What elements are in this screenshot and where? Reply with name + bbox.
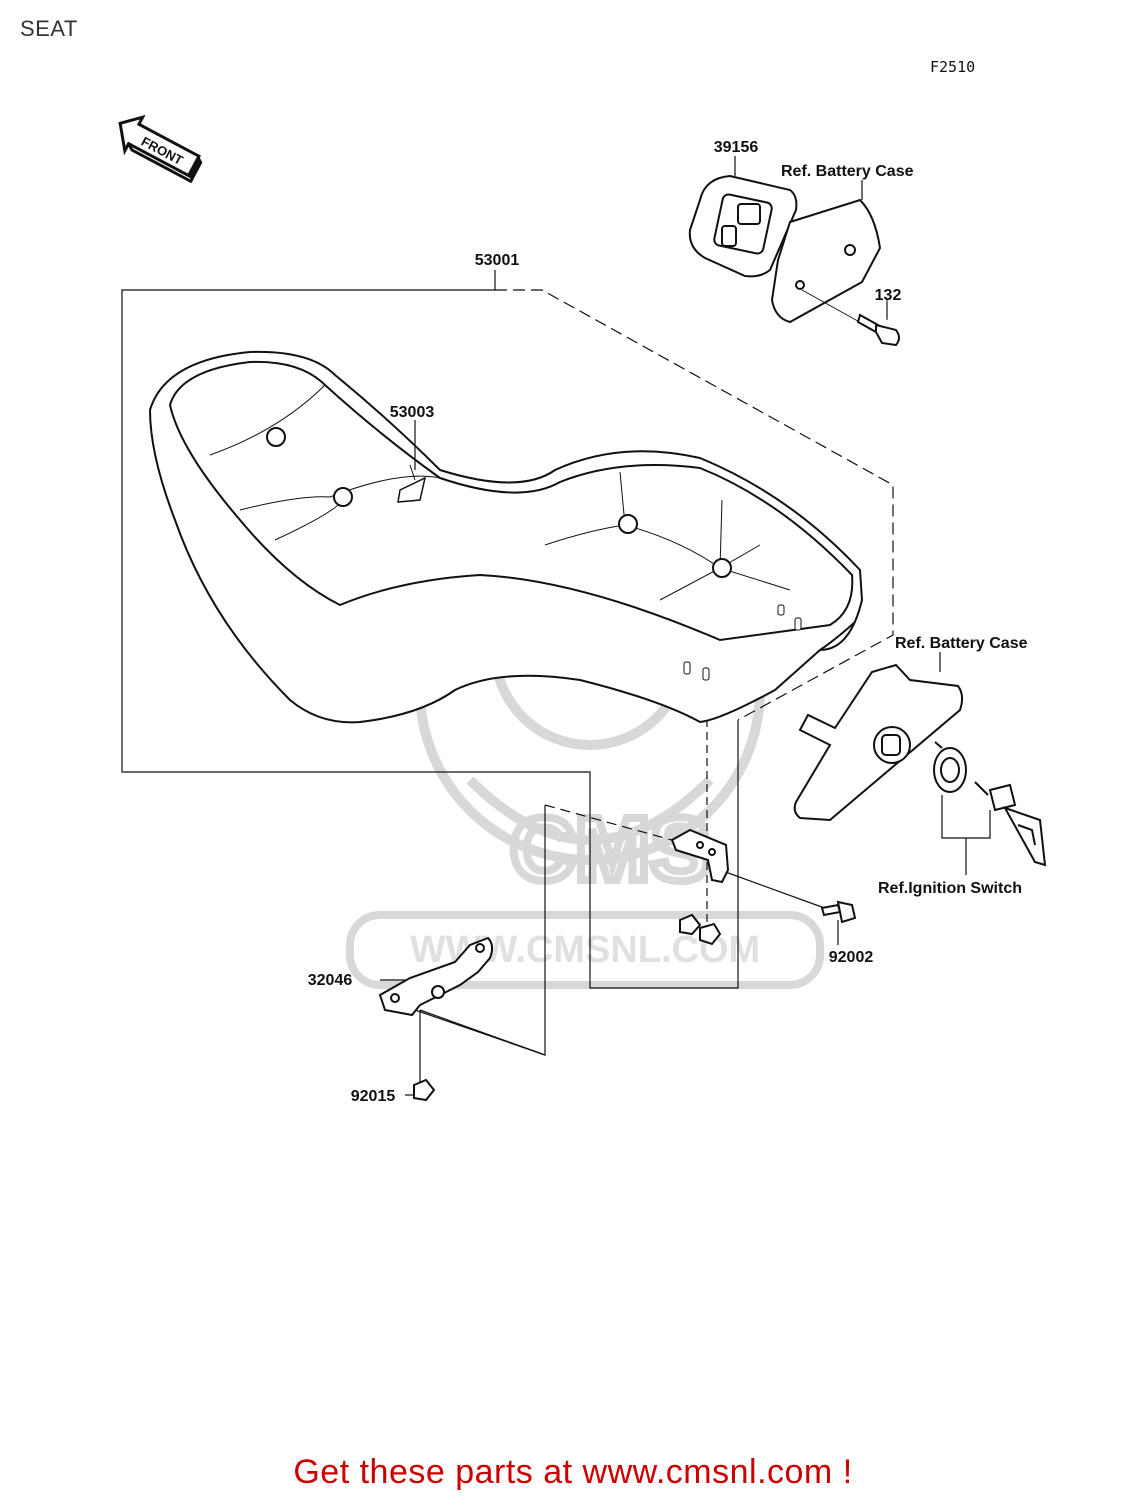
seat-53001	[148, 350, 864, 724]
label-132: 132	[875, 287, 902, 304]
lock-cover-39156	[688, 174, 798, 278]
promo-link[interactable]: Get these parts at www.cmsnl.com !	[293, 1453, 853, 1491]
nut-92015	[413, 1078, 436, 1102]
label-ref-battery-case-top: Ref. Battery Case	[781, 163, 914, 180]
diagram-code: F2510	[930, 58, 976, 76]
label-32046: 32046	[308, 972, 353, 989]
label-92015: 92015	[351, 1088, 396, 1105]
battery-case-right	[793, 663, 964, 822]
label-ref-battery-case-right: Ref. Battery Case	[895, 635, 1028, 652]
bolt-132	[856, 300, 900, 347]
label-53001: 53001	[475, 252, 520, 269]
page-title: SEAT	[20, 16, 78, 41]
bracket-32046	[378, 936, 494, 1017]
label-39156: 39156	[714, 139, 759, 156]
nut-pair	[679, 913, 722, 946]
front-arrow-icon: FRONT	[118, 114, 203, 184]
label-92002: 92002	[829, 949, 874, 966]
battery-case-plate	[770, 198, 882, 326]
label-ref-ignition-switch: Ref.Ignition Switch	[878, 880, 1022, 897]
seat-bracket	[670, 828, 730, 884]
bolt-92002	[820, 900, 857, 924]
label-53003: 53003	[390, 404, 435, 421]
ignition-switch	[933, 741, 1047, 875]
leader-lines	[414, 156, 941, 672]
callout-lines	[121, 270, 894, 1096]
